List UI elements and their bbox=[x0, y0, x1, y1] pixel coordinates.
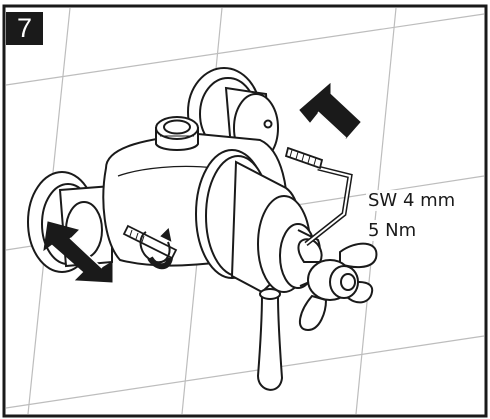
push-arrow-lower bbox=[43, 221, 113, 283]
step-number-badge: 7 bbox=[6, 12, 43, 45]
torque-label: 5 Nm bbox=[366, 220, 419, 241]
push-arrow-upper bbox=[299, 82, 361, 139]
cartridge-housing bbox=[195, 149, 322, 294]
cross-handle bbox=[297, 238, 378, 332]
top-inlet-connector bbox=[155, 116, 199, 151]
hex-key-size-label: SW 4 mm bbox=[366, 190, 458, 211]
hex-key bbox=[304, 165, 353, 246]
left-grub-screw bbox=[122, 224, 178, 260]
rotation-arrow bbox=[139, 227, 173, 270]
right-grub-screw bbox=[284, 146, 324, 170]
lever-handle bbox=[256, 288, 284, 391]
